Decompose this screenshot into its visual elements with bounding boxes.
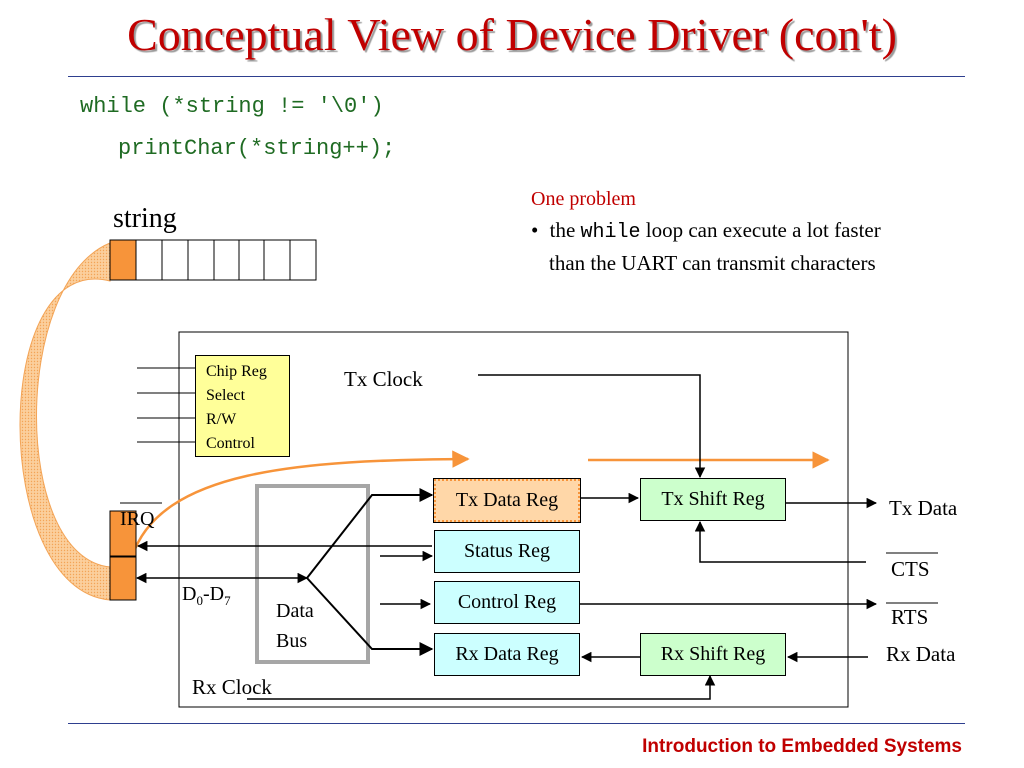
rx-clock-label: Rx Clock	[192, 675, 272, 699]
data-bus-label-1: Data	[276, 600, 314, 622]
rx-data-label: Rx Data	[886, 642, 956, 666]
uart-outline	[178, 331, 849, 708]
rx-data-reg: Rx Data Reg	[434, 633, 580, 676]
data-lines-label: D0-D7	[182, 583, 231, 609]
title-rule	[68, 76, 965, 77]
select-line-2: Select	[206, 387, 246, 404]
rts-label: RTS	[891, 605, 929, 629]
code-line-2: printChar(*string++);	[118, 136, 396, 161]
tx-clock-label: Tx Clock	[344, 367, 423, 391]
data-pin	[109, 556, 137, 601]
d-letter: D	[182, 583, 197, 605]
note-heading: One problem	[531, 188, 636, 210]
data-bus-label-2: Bus	[276, 630, 308, 652]
orange-curve-arrow	[130, 450, 470, 558]
note-bullet-code: while	[580, 221, 641, 244]
control-reg: Control Reg	[434, 581, 580, 624]
irq-label: IRQ	[120, 508, 155, 530]
note-bullet-line2: than the UART can transmit characters	[549, 251, 876, 275]
irq-pin	[109, 510, 137, 557]
string-cell-1	[135, 239, 163, 281]
string-cell-4	[213, 239, 240, 281]
string-label: string	[113, 203, 177, 234]
note-bullet-post: loop can execute a lot faster	[640, 218, 881, 242]
chip-select-box: Chip Reg Select R/W Control	[195, 355, 290, 457]
footer-text: Introduction to Embedded Systems	[642, 736, 962, 757]
string-cell-7	[289, 239, 317, 281]
d-sub-low: 0	[196, 593, 203, 608]
cts-label: CTS	[891, 557, 930, 581]
string-cell-0	[109, 239, 137, 281]
tx-data-reg: Tx Data Reg	[433, 478, 581, 523]
bullet-dot: •	[531, 218, 539, 242]
note-bullet: • the while loop can execute a lot faste…	[531, 218, 881, 244]
status-reg: Status Reg	[434, 530, 580, 573]
code-line-1: while (*string != '\0')	[80, 94, 384, 119]
d-dash: -D	[202, 583, 225, 605]
select-line-4: Control	[206, 435, 255, 452]
string-cell-2	[161, 239, 189, 281]
select-line-3: R/W	[206, 411, 237, 428]
string-cell-6	[263, 239, 291, 281]
string-cell-3	[187, 239, 215, 281]
tx-data-label: Tx Data	[889, 496, 958, 520]
dotted-arc	[19, 242, 111, 601]
d-sub-high: 7	[224, 593, 231, 608]
data-bus-box	[255, 484, 370, 664]
rx-shift-reg: Rx Shift Reg	[640, 633, 786, 676]
footer-rule	[68, 723, 965, 724]
slide-title: Conceptual View of Device Driver (con't)	[127, 9, 897, 60]
tx-shift-reg: Tx Shift Reg	[640, 478, 786, 521]
string-cell-5	[238, 239, 265, 281]
note-bullet-pre: the	[549, 218, 581, 242]
select-line-1: Chip Reg	[206, 363, 267, 380]
